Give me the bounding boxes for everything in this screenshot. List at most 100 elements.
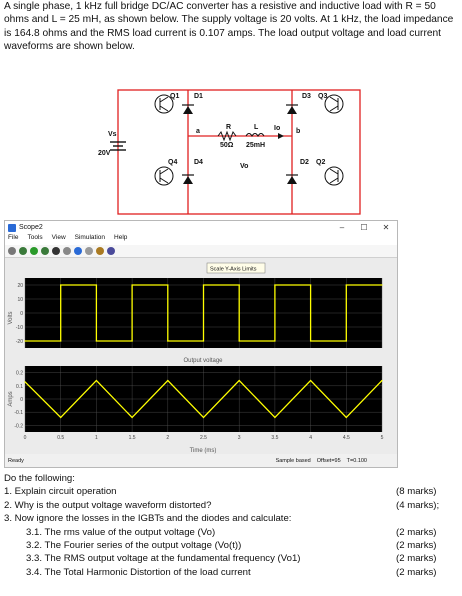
- run-icon[interactable]: [30, 247, 38, 255]
- question-1: 1. Explain circuit operation (8 marks): [4, 485, 458, 498]
- dc-supply: [110, 141, 126, 151]
- scope-window: Scope2 – ☐ ✕ File Tools View Simulation …: [4, 220, 398, 468]
- full-bridge-circuit: Q1 D1 D3 Q3 Q4 D4 D2 Q2 Vs 20V R 50Ω L 2…: [98, 89, 361, 215]
- question-3-4: 3.4. The Total Harmonic Distortion of th…: [4, 566, 458, 579]
- voltage-point: [274, 284, 276, 286]
- voltage-point: [345, 340, 347, 342]
- label-q3: Q3: [318, 93, 327, 100]
- scope-status-bar: Ready Sample based Offset=95 T=0.100: [5, 455, 397, 467]
- menu-file[interactable]: File: [8, 234, 19, 241]
- scope-toolbar: [5, 245, 397, 258]
- voltage-point: [60, 340, 62, 342]
- status-offset: Offset=95: [316, 458, 341, 464]
- label-vo: Vo: [240, 163, 248, 170]
- x-tick-label: 5: [381, 435, 384, 441]
- transistor-q4: [154, 166, 174, 186]
- question-3: 3. Now ignore the losses in the IGBTs an…: [4, 512, 458, 525]
- label-q4: Q4: [168, 159, 177, 166]
- y-axis-label-amps: Amps: [8, 391, 14, 406]
- transistor-q2: [324, 166, 344, 186]
- current-point: [381, 379, 383, 382]
- cursor-icon[interactable]: [96, 247, 104, 255]
- measure-icon[interactable]: [107, 247, 115, 255]
- y-tick-label: -20: [16, 339, 23, 345]
- label-node-a: a: [196, 128, 200, 135]
- voltage-point: [167, 284, 169, 286]
- x-tick-label: 0.5: [57, 435, 64, 441]
- scope-app-icon: [8, 223, 16, 232]
- menu-simulation[interactable]: Simulation: [74, 234, 106, 241]
- x-tick-label: 2: [166, 435, 169, 441]
- x-tick-label: 4: [309, 435, 312, 441]
- question-3-4-text: 3.4. The Total Harmonic Distortion of th…: [26, 566, 251, 578]
- voltage-point: [345, 284, 347, 286]
- menu-help[interactable]: Help: [114, 234, 128, 241]
- x-tick-label: 4.5: [343, 435, 350, 441]
- menu-view[interactable]: View: [51, 234, 66, 241]
- question-3-3-text: 3.3. The RMS output voltage at the funda…: [26, 553, 301, 565]
- x-tick-label: 3: [238, 435, 241, 441]
- current-point: [131, 416, 133, 419]
- label-vs: Vs: [108, 131, 117, 138]
- close-button[interactable]: ✕: [382, 223, 390, 232]
- label-d3: D3: [302, 93, 311, 100]
- y-axis-label-volts: Volts: [8, 311, 14, 324]
- highlight-icon[interactable]: [63, 247, 71, 255]
- voltage-point: [24, 340, 26, 342]
- y-tick-label: -0.1: [14, 410, 23, 416]
- minimize-button[interactable]: –: [339, 223, 345, 232]
- y-tick-label: 10: [17, 297, 23, 303]
- settings-icon[interactable]: [8, 247, 16, 255]
- y-tick-label: 0: [20, 397, 23, 403]
- step-back-icon[interactable]: [19, 247, 27, 255]
- diode-d4: [183, 176, 193, 184]
- x-tick-label: 3.5: [271, 435, 278, 441]
- y-tick-label: 0.1: [16, 384, 23, 390]
- question-1-text: 1. Explain circuit operation: [4, 486, 117, 498]
- menu-tools[interactable]: Tools: [27, 234, 43, 241]
- current-point: [310, 379, 312, 382]
- voltage-point: [95, 284, 97, 286]
- maximize-button[interactable]: ☐: [360, 223, 368, 232]
- label-r-value: 50Ω: [220, 142, 234, 149]
- question-3-1-marks: (2 marks): [396, 526, 437, 538]
- current-point: [274, 416, 276, 419]
- label-supply: 20V: [98, 150, 111, 157]
- status-time: T=0.100: [346, 458, 367, 464]
- transistor-q3: [324, 94, 344, 114]
- stop-icon[interactable]: [52, 247, 60, 255]
- step-forward-icon[interactable]: [41, 247, 49, 255]
- x-tick-label: 1: [95, 435, 98, 441]
- voltage-point: [274, 340, 276, 342]
- question-3-2-marks: (2 marks): [396, 540, 437, 552]
- question-3-1: 3.1. The rms value of the output voltage…: [4, 526, 458, 539]
- status-sample-based: Sample based: [275, 458, 311, 464]
- label-d4: D4: [194, 159, 203, 166]
- scope-window-title: Scope2: [19, 224, 43, 231]
- status-ready: Ready: [8, 458, 24, 464]
- y-tick-label: -10: [16, 325, 23, 331]
- diode-d1: [183, 106, 193, 114]
- label-d2: D2: [300, 159, 309, 166]
- current-point: [24, 381, 26, 383]
- zoom-icon[interactable]: [74, 247, 82, 255]
- current-point: [202, 416, 205, 419]
- autoscale-icon[interactable]: [85, 247, 93, 255]
- voltage-point: [238, 284, 240, 286]
- questions-heading: Do the following:: [4, 473, 75, 484]
- question-3-1-text: 3.1. The rms value of the output voltage…: [26, 526, 216, 538]
- voltage-trace: [25, 284, 382, 342]
- voltage-point: [310, 340, 312, 342]
- voltage-point: [95, 340, 97, 342]
- voltage-point: [131, 284, 133, 286]
- question-3-4-marks: (2 marks): [396, 566, 437, 578]
- inductor: [245, 133, 265, 137]
- voltage-point: [381, 284, 383, 286]
- label-l-value: 25mH: [246, 142, 265, 149]
- label-r: R: [226, 124, 231, 131]
- current-point: [167, 379, 169, 382]
- current-point: [345, 416, 347, 419]
- question-3-marks: [396, 512, 458, 525]
- scale-y-axis-tooltip[interactable]: Scale Y-Axis Limits: [210, 267, 257, 273]
